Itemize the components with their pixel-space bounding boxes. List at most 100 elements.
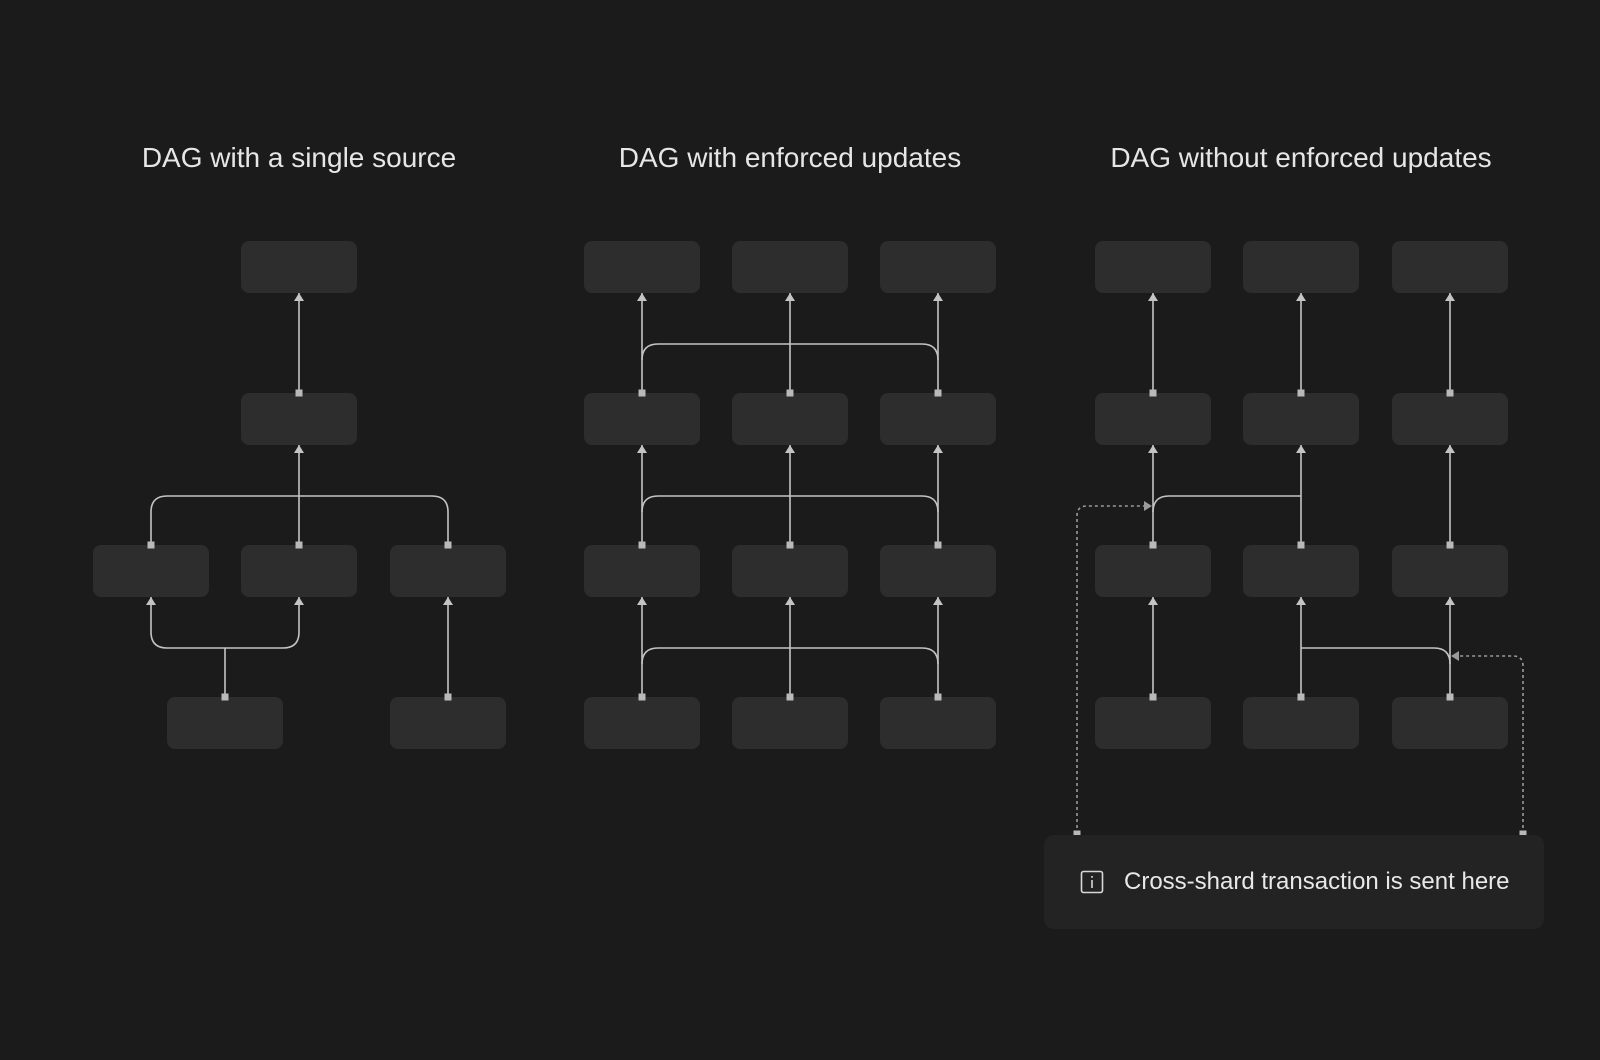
no-enforce-edge-r3-c2-arrow — [1296, 445, 1306, 453]
cross-shard-port-right — [1519, 830, 1527, 838]
markers-layer — [146, 293, 1527, 838]
enforced-edge-r3-c1-port — [638, 541, 646, 549]
single-source-arrow-row3-center — [294, 597, 304, 605]
no-enforce-edge-r3-c3-port — [1446, 541, 1454, 549]
cross-shard-port-left — [1073, 830, 1081, 838]
enforced-node-r4-c3 — [880, 697, 996, 749]
cross-shard-dotted-right — [1458, 655, 1524, 834]
enforced-edge-r3-c2-arrow — [785, 445, 795, 453]
single-source-edge-center-to-middle-port — [295, 541, 303, 549]
no-enforce-node-r3-c3 — [1392, 545, 1508, 597]
no-enforce-node-r2-c3 — [1392, 393, 1508, 445]
single-source-edge-bottom-right-to-row3-right-arrow — [443, 597, 453, 605]
no-enforce-node-r1-c3 — [1392, 241, 1508, 293]
enforced-node-r3-c3 — [880, 545, 996, 597]
no-enforce-node-r2-c1 — [1095, 393, 1211, 445]
cross-shard-arrow-left — [1144, 501, 1152, 511]
edges-layer — [150, 293, 1524, 834]
cross-shard-dotted-left — [1076, 505, 1145, 834]
single-source-node-top — [241, 241, 357, 293]
single-source-port-bottom-left — [221, 693, 229, 701]
no-enforce-edge-r4-c2-arrow — [1296, 597, 1306, 605]
single-source-edge-middle-to-top-port — [295, 389, 303, 397]
enforced-edge-r4-c2-port — [786, 693, 794, 701]
no-enforce-bracket-r3 — [1152, 495, 1301, 513]
no-enforce-edge-r4-c1-port — [1149, 693, 1157, 701]
no-enforce-edge-r3-c2-port — [1297, 541, 1305, 549]
enforced-node-r1-c1 — [584, 241, 700, 293]
no-enforce-edge-r4-c1-arrow — [1148, 597, 1158, 605]
enforced-node-r1-c2 — [732, 241, 848, 293]
enforced-edge-r2-c1-arrow — [637, 293, 647, 301]
single-source-node-row3-right — [390, 545, 506, 597]
no-enforce-node-r1-c2 — [1243, 241, 1359, 293]
enforced-edge-r3-c3-arrow — [933, 445, 943, 453]
info-text: Cross-shard transaction is sent here — [1124, 868, 1510, 895]
nodes-layer — [93, 241, 1508, 749]
enforced-node-r4-c1 — [584, 697, 700, 749]
enforced-edge-r2-c3-port — [934, 389, 942, 397]
enforced-bracket-r4 — [641, 647, 939, 665]
enforced-edge-r2-c3-arrow — [933, 293, 943, 301]
no-enforce-edge-r3-c3-arrow — [1445, 445, 1455, 453]
enforced-node-r3-c1 — [584, 545, 700, 597]
single-source-node-row3-center — [241, 545, 357, 597]
single-source-arrow-row3-left — [146, 597, 156, 605]
info-icon — [1080, 870, 1104, 894]
single-source-edge-bracket-row3 — [150, 495, 449, 545]
info-box: Cross-shard transaction is sent here — [1044, 835, 1544, 929]
enforced-edge-r2-c2-arrow — [785, 293, 795, 301]
single-source-port-row3-left — [147, 541, 155, 549]
no-enforce-edge-r2-c3-port — [1446, 389, 1454, 397]
enforced-node-r2-c1 — [584, 393, 700, 445]
title-without-enforced-updates: DAG without enforced updates — [1110, 142, 1492, 173]
single-source-node-row3-left — [93, 545, 209, 597]
no-enforce-bracket-r4 — [1301, 647, 1451, 665]
enforced-edge-r4-c1-arrow — [637, 597, 647, 605]
no-enforce-node-r1-c1 — [1095, 241, 1211, 293]
enforced-node-r4-c2 — [732, 697, 848, 749]
enforced-edge-r3-c2-port — [786, 541, 794, 549]
single-source-edge-center-to-middle-arrow — [294, 445, 304, 453]
enforced-node-r3-c2 — [732, 545, 848, 597]
single-source-node-bottom-right — [390, 697, 506, 749]
enforced-node-r2-c2 — [732, 393, 848, 445]
no-enforce-node-r2-c2 — [1243, 393, 1359, 445]
no-enforce-node-r3-c1 — [1095, 545, 1211, 597]
no-enforce-node-r4-c1 — [1095, 697, 1211, 749]
enforced-edge-r2-c2-port — [786, 389, 794, 397]
no-enforce-edge-r2-c1-arrow — [1148, 293, 1158, 301]
no-enforce-edge-r4-c2-port — [1297, 693, 1305, 701]
no-enforce-edge-r2-c3-arrow — [1445, 293, 1455, 301]
no-enforce-edge-r3-c1-arrow — [1148, 445, 1158, 453]
no-enforce-node-r3-c2 — [1243, 545, 1359, 597]
no-enforce-node-r4-c2 — [1243, 697, 1359, 749]
no-enforce-edge-r3-c1-port — [1149, 541, 1157, 549]
single-source-edge-bottom-right-to-row3-right-port — [444, 693, 452, 701]
enforced-edge-r4-c3-port — [934, 693, 942, 701]
enforced-edge-r4-c3-arrow — [933, 597, 943, 605]
enforced-edge-r2-c1-port — [638, 389, 646, 397]
no-enforce-edge-r2-c1-port — [1149, 389, 1157, 397]
no-enforce-edge-r2-c2-arrow — [1296, 293, 1306, 301]
enforced-edge-r3-c3-port — [934, 541, 942, 549]
no-enforce-edge-r4-c3-arrow — [1445, 597, 1455, 605]
enforced-edge-r3-c1-arrow — [637, 445, 647, 453]
single-source-port-row3-right — [444, 541, 452, 549]
enforced-bracket-r3 — [641, 495, 939, 513]
no-enforce-node-r4-c3 — [1392, 697, 1508, 749]
single-source-node-bottom-left — [167, 697, 283, 749]
enforced-edge-r4-c2-arrow — [785, 597, 795, 605]
single-source-node-middle — [241, 393, 357, 445]
title-enforced-updates: DAG with enforced updates — [618, 142, 962, 173]
single-source-edge-bracket-row4 — [150, 597, 300, 649]
enforced-edge-r4-c1-port — [638, 693, 646, 701]
single-source-edge-middle-to-top-arrow — [294, 293, 304, 301]
enforced-node-r2-c3 — [880, 393, 996, 445]
enforced-node-r1-c3 — [880, 241, 996, 293]
cross-shard-arrow-right — [1451, 651, 1459, 661]
no-enforce-edge-r2-c2-port — [1297, 389, 1305, 397]
enforced-bracket-r2 — [641, 343, 939, 361]
title-single-source: DAG with a single source — [141, 142, 457, 173]
